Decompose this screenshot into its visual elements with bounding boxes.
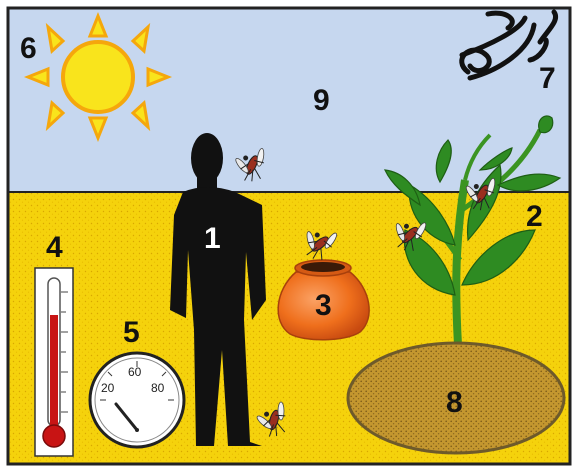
thermometer-icon (35, 268, 73, 456)
sun-icon (28, 16, 168, 138)
label-1: 1 (204, 222, 221, 255)
label-7: 7 (539, 62, 556, 95)
gauge-label-60: 60 (128, 365, 142, 379)
gauge-label-20: 20 (101, 381, 115, 395)
label-3: 3 (315, 289, 332, 322)
label-9: 9 (313, 84, 330, 117)
label-2: 2 (526, 200, 543, 233)
label-4: 4 (46, 231, 63, 264)
gauge-icon: 20 60 80 (90, 353, 184, 447)
label-6: 6 (20, 32, 37, 65)
label-5: 5 (123, 316, 140, 349)
gauge-label-80: 80 (151, 381, 165, 395)
label-8: 8 (446, 386, 463, 419)
